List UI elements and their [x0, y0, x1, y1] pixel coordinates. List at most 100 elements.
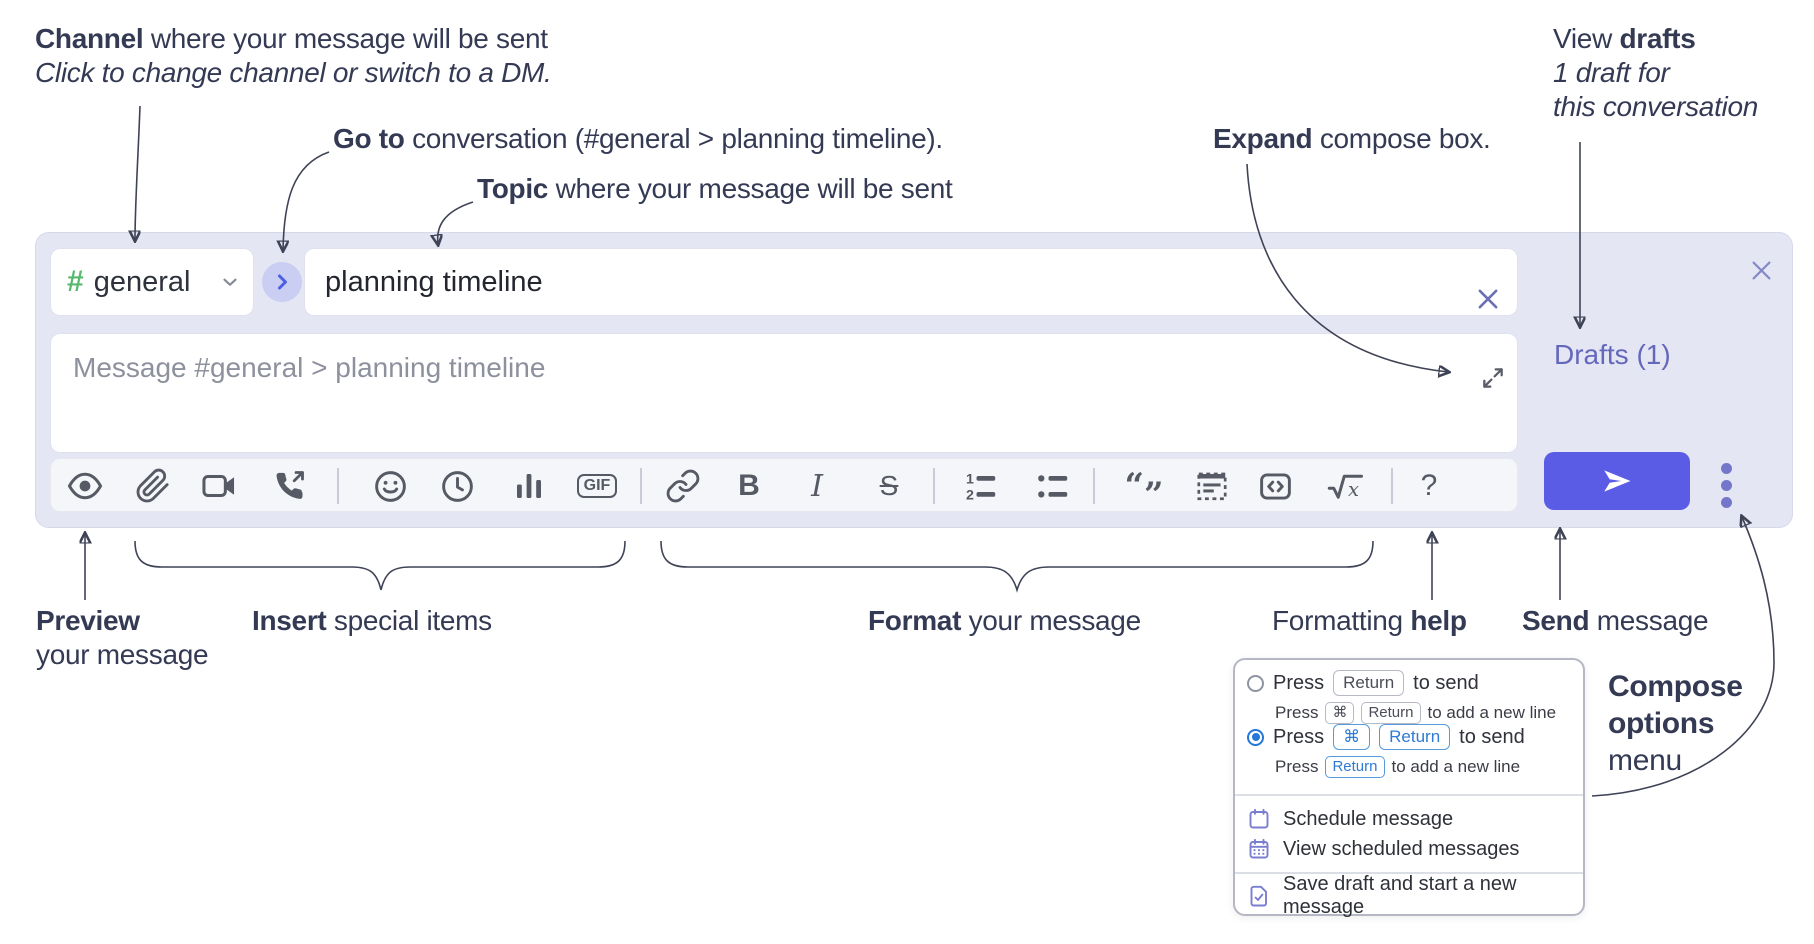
option1-newline-text: to add a new line: [1427, 703, 1557, 722]
compose-close-button[interactable]: [1746, 255, 1776, 285]
compose-toolbar: GIF B I S 1 2: [50, 458, 1518, 512]
expand-icon: [1483, 368, 1503, 388]
send-option-enter[interactable]: Press Return to send: [1247, 670, 1479, 696]
drafts-annotation-bold: drafts: [1619, 23, 1696, 54]
question-mark-icon: ?: [1420, 469, 1438, 502]
smiley-icon: [374, 470, 406, 502]
channel-name: general: [93, 265, 191, 298]
drafts-link[interactable]: Drafts (1): [1554, 339, 1671, 370]
gif-button[interactable]: GIF: [571, 464, 623, 508]
channel-hash-icon: #: [67, 265, 84, 298]
drafts-annotation: View drafts 1 draft for this conversatio…: [1553, 22, 1758, 124]
radio-unselected-icon[interactable]: [1247, 674, 1264, 692]
send-annotation-rest: message: [1589, 605, 1709, 636]
italic-button[interactable]: I: [795, 464, 839, 508]
goto-annotation-bold: Go to: [333, 123, 405, 154]
ellipsis-dot: [1720, 462, 1732, 474]
poll-button[interactable]: [507, 464, 551, 508]
formatting-help-button[interactable]: ?: [1407, 464, 1451, 508]
preview-annotation: Preview your message: [36, 604, 209, 672]
format-annotation-bold: Format: [868, 605, 962, 636]
send-option-enter-subtext: Press ⌘ Return to add a new line: [1275, 702, 1556, 724]
channel-annotation-line2: Click to change channel or switch to a D…: [35, 57, 552, 88]
chevron-right-icon: [278, 274, 287, 290]
compose-box: # general: [35, 232, 1793, 528]
topic-clear-button[interactable]: [1469, 280, 1507, 318]
topic-input[interactable]: [304, 248, 1518, 316]
numbered-list-button[interactable]: 1 2: [959, 464, 1003, 508]
compose-options-annotation-line1: Compose: [1608, 670, 1743, 703]
calendar-icon: [1249, 808, 1269, 829]
link-button[interactable]: [661, 464, 705, 508]
toolbar-divider: [933, 468, 935, 504]
formatting-help-annotation-pre: Formatting: [1272, 605, 1411, 636]
bulleted-list-button[interactable]: [1031, 464, 1075, 508]
quote-button[interactable]: “”: [1122, 464, 1166, 512]
close-icon: [1752, 261, 1770, 279]
strikethrough-icon: S: [879, 470, 899, 501]
bold-button[interactable]: B: [727, 464, 771, 508]
math-sqrt-icon: x: [1327, 474, 1363, 501]
connector-channel: [135, 105, 141, 240]
send-option-cmd-enter-subtext: Press Return to add a new line: [1275, 756, 1520, 778]
send-option-cmd-enter[interactable]: Press ⌘ Return to send: [1247, 724, 1525, 750]
math-button[interactable]: x: [1323, 464, 1367, 508]
menu-separator: [1235, 794, 1583, 796]
message-box: [50, 333, 1518, 453]
channel-annotation-bold: Channel: [35, 23, 144, 54]
eye-icon: [67, 472, 103, 500]
option2-newline-text: to add a new line: [1391, 757, 1521, 776]
attach-file-button[interactable]: [131, 464, 175, 508]
send-annotation: Send message: [1522, 604, 1709, 638]
compose-options-button[interactable]: [1715, 460, 1737, 510]
link-icon: [666, 469, 700, 503]
global-time-button[interactable]: [435, 464, 479, 508]
save-draft-label: Save draft and start a new message: [1283, 873, 1517, 918]
goto-annotation: Go to conversation (#general > planning …: [333, 122, 943, 156]
video-call-button[interactable]: [197, 464, 241, 508]
chevron-down-icon: [223, 278, 237, 286]
menu-item-schedule-message[interactable]: Schedule message: [1247, 804, 1453, 834]
compose-options-annotation-line3: menu: [1608, 744, 1682, 777]
bar-chart-icon: [517, 474, 541, 498]
spoiler-button[interactable]: [1190, 464, 1234, 508]
paperclip-icon: [136, 468, 169, 503]
send-button[interactable]: [1544, 452, 1690, 510]
clock-icon: [441, 470, 473, 502]
expand-annotation-bold: Expand: [1213, 123, 1313, 154]
option2-cmd-key: ⌘: [1333, 724, 1371, 750]
code-button[interactable]: [1253, 464, 1297, 508]
radio-selected-icon[interactable]: [1247, 728, 1264, 746]
toolbar-divider: [1391, 468, 1393, 504]
emoji-button[interactable]: [368, 464, 412, 508]
draft-document-icon: [1250, 885, 1267, 907]
option1-to-send: to send: [1413, 671, 1479, 694]
expand-compose-button[interactable]: [1476, 361, 1510, 395]
brace-insert-section: [134, 540, 626, 591]
gif-icon: GIF: [576, 474, 618, 498]
numbered-list-icon: 1 2: [966, 472, 996, 504]
topic-annotation-bold: Topic: [477, 173, 549, 204]
option1-press: Press: [1273, 671, 1325, 694]
preview-button[interactable]: [63, 464, 107, 508]
brace-format-section: [660, 540, 1374, 593]
close-icon: [1478, 289, 1498, 309]
phone-outgoing-icon: [276, 471, 304, 499]
formatting-help-annotation-bold: help: [1410, 605, 1467, 636]
goto-conversation-button[interactable]: [262, 262, 302, 302]
view-scheduled-label: View scheduled messages: [1283, 837, 1520, 860]
calendar-grid-icon: [1249, 838, 1269, 859]
channel-selector[interactable]: # general: [50, 248, 254, 316]
voice-call-button[interactable]: [267, 464, 311, 508]
channel-annotation-rest: where your message will be sent: [143, 23, 548, 54]
option1-cmd-key: ⌘: [1325, 702, 1355, 724]
goto-annotation-rest: conversation (#general > planning timeli…: [404, 123, 943, 154]
menu-item-save-draft[interactable]: Save draft and start a new message: [1247, 873, 1583, 918]
formatting-help-annotation: Formatting help: [1272, 604, 1467, 638]
topic-annotation-rest: where your message will be sent: [548, 173, 953, 204]
menu-item-view-scheduled[interactable]: View scheduled messages: [1247, 834, 1519, 864]
bold-icon: B: [738, 469, 760, 502]
message-input[interactable]: [51, 334, 1517, 452]
strikethrough-button[interactable]: S: [867, 464, 911, 508]
